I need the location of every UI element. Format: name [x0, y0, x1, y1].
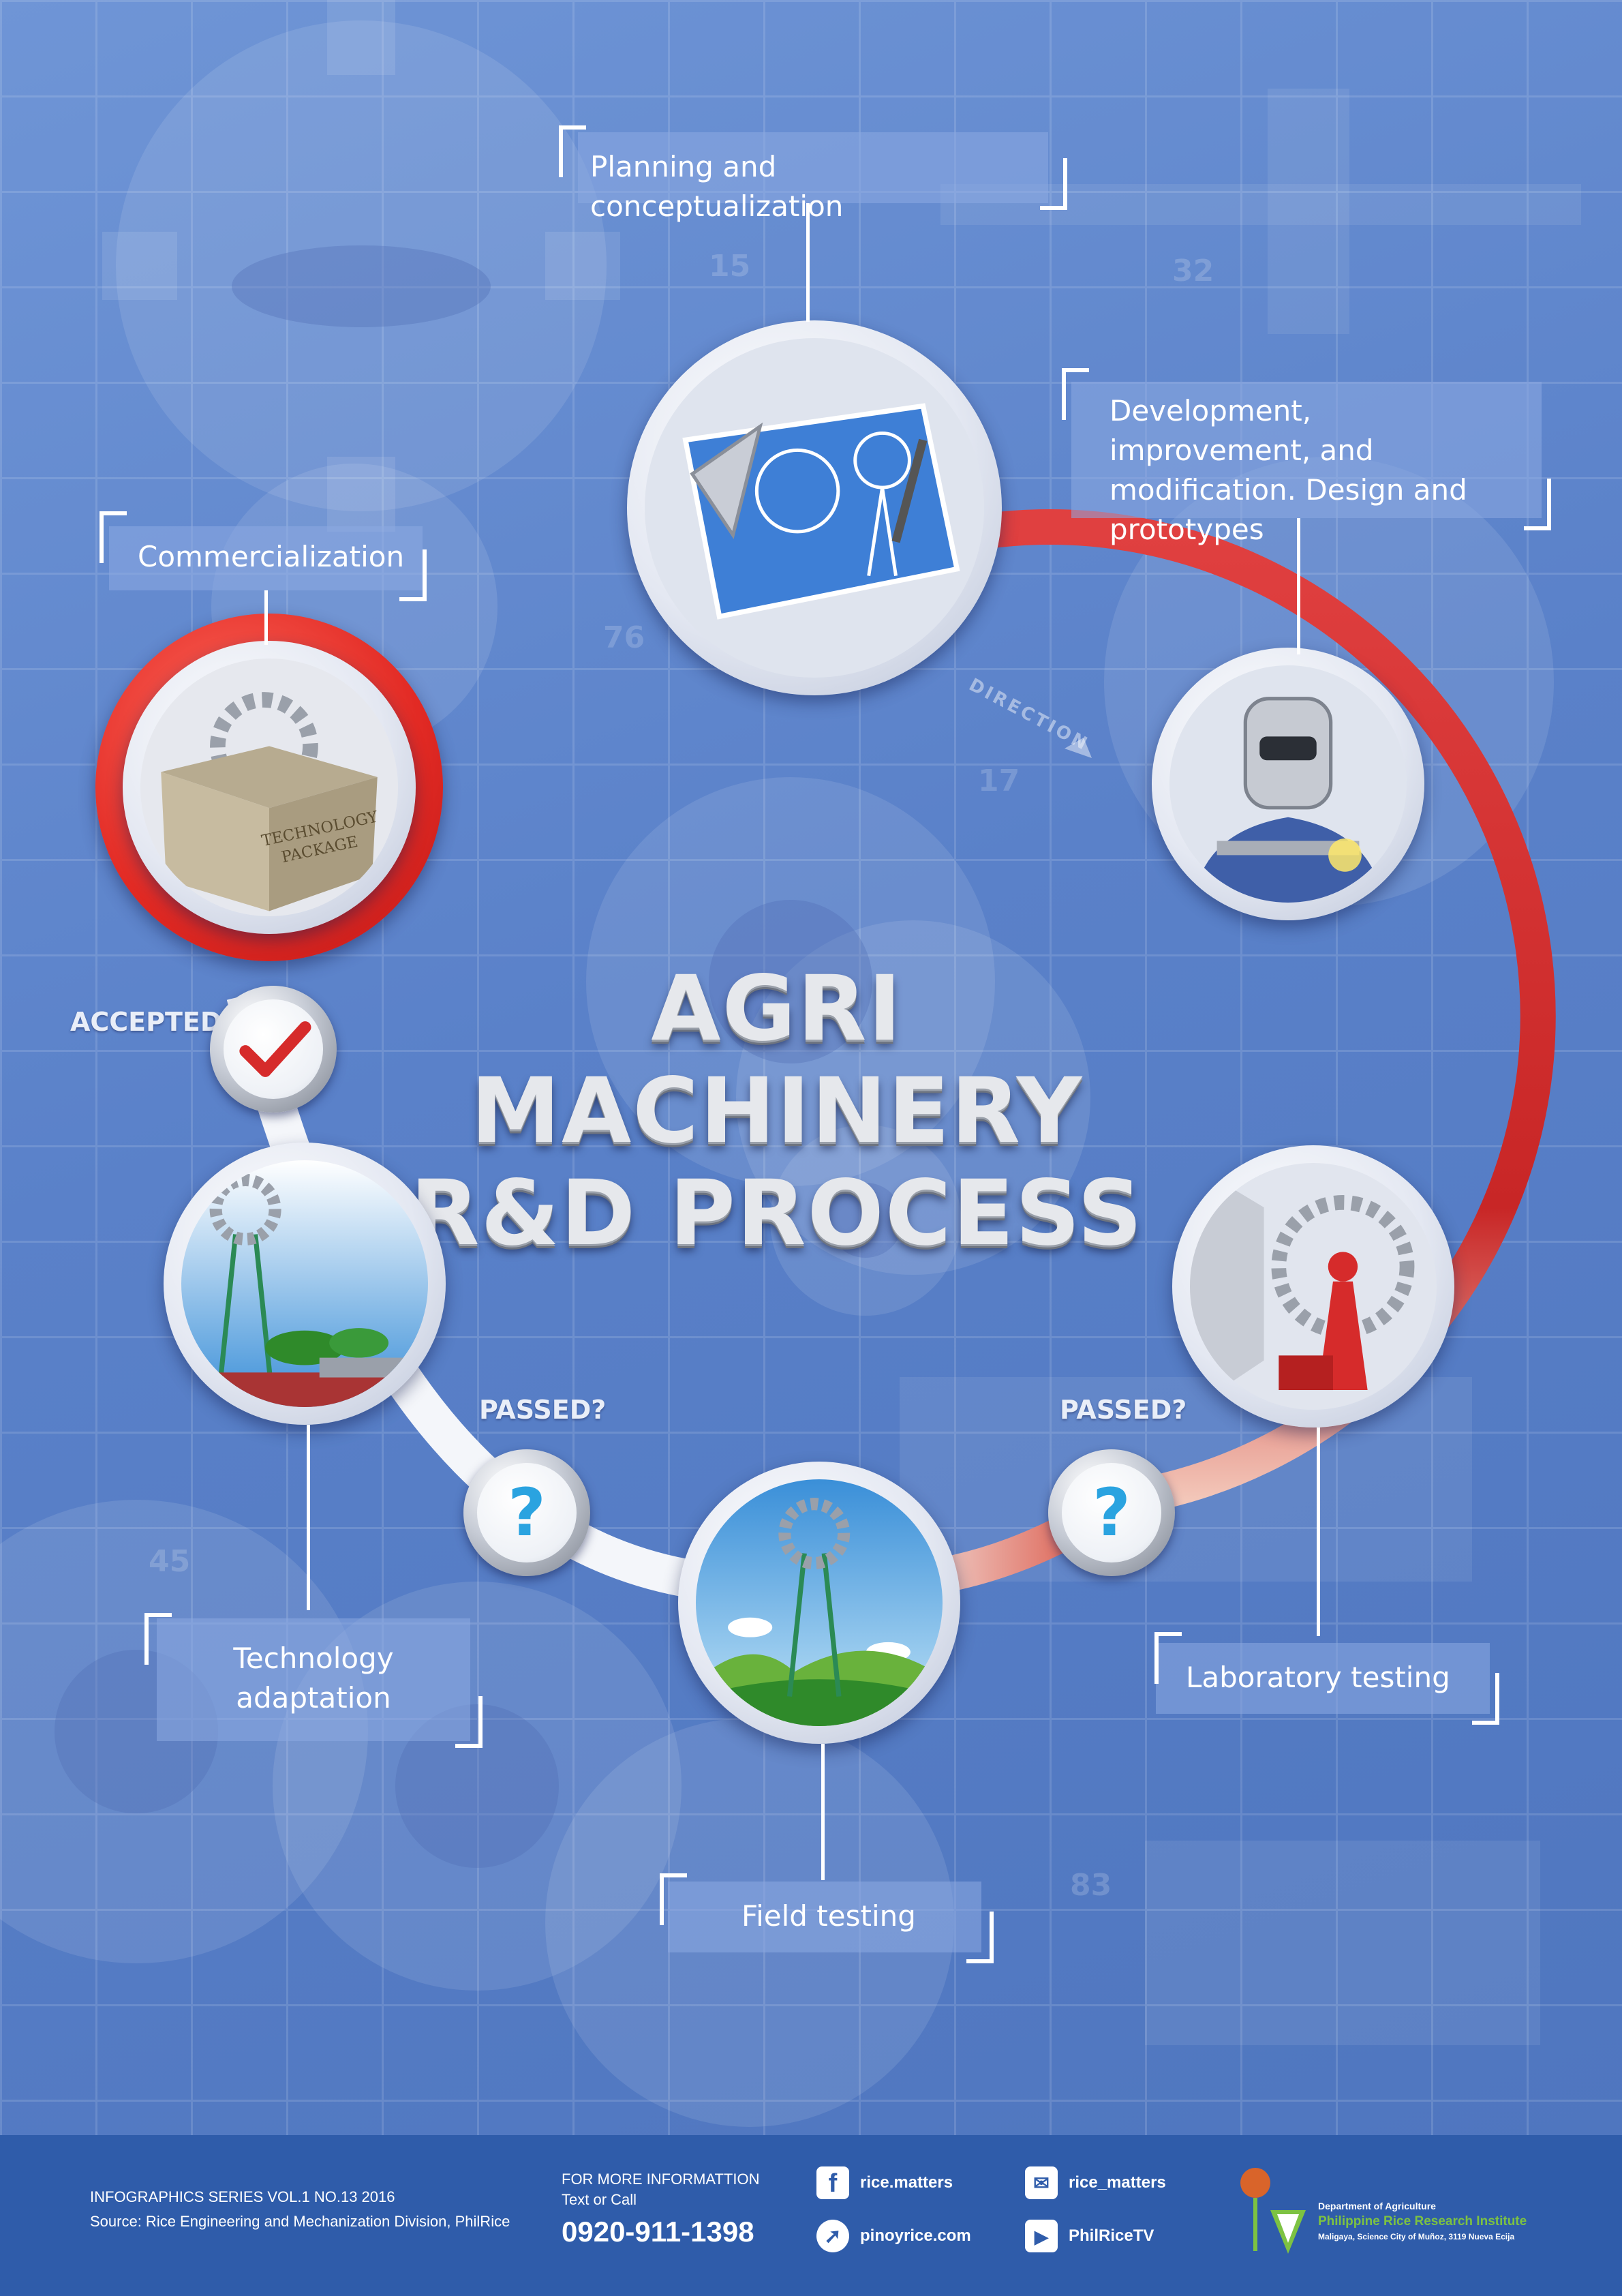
- label-adaptation: Technology adaptation: [144, 1613, 483, 1748]
- blueprint-icon: [645, 338, 984, 678]
- decision-label-passed-right: PASSED?: [1060, 1395, 1187, 1425]
- farm-windmill-icon: [181, 1160, 428, 1407]
- infographic-poster: 15 32 76 17 45 83 DIRECTION AGRI MACHINE…: [0, 0, 1622, 2135]
- website-icon[interactable]: ➚: [816, 2220, 849, 2252]
- leader-laboratory: [1317, 1428, 1320, 1636]
- lab-windmill-icon: [1190, 1163, 1437, 1410]
- label-development: Development, improvement, and modificati…: [1062, 368, 1551, 546]
- step-planning-circle[interactable]: [627, 320, 1002, 695]
- step-field-circle[interactable]: [678, 1462, 960, 1744]
- label-planning: Planning and conceptualization: [559, 125, 1067, 223]
- welder-icon: [1169, 665, 1407, 903]
- leader-commercialization: [264, 590, 268, 645]
- footer-source: Source: Rice Engineering and Mechanizati…: [90, 2213, 510, 2230]
- direction-arrow-icon: [1065, 738, 1092, 758]
- step-development-circle[interactable]: [1152, 648, 1424, 920]
- step-commercialization-circle[interactable]: TECHNOLOGY PACKAGE: [123, 641, 416, 934]
- facebook-icon[interactable]: f: [816, 2166, 849, 2199]
- leader-adaptation: [307, 1425, 310, 1610]
- facebook-handle[interactable]: rice.matters: [860, 2173, 953, 2192]
- step-adaptation-circle[interactable]: [164, 1143, 446, 1425]
- leader-field: [821, 1744, 825, 1880]
- footer-phone[interactable]: 0920-911-1398: [562, 2216, 754, 2248]
- twitter-icon[interactable]: ✉: [1025, 2166, 1058, 2199]
- bg-number: 32: [1172, 254, 1214, 288]
- youtube-icon[interactable]: ▶: [1025, 2220, 1058, 2252]
- leader-development: [1297, 518, 1300, 654]
- leader-planning: [806, 203, 810, 322]
- background-gear-top-left: [102, 0, 620, 532]
- label-commercialization-text: Commercialization: [138, 540, 405, 573]
- footer-series: INFOGRAPHICS SERIES VOL.1 NO.13 2016: [90, 2188, 395, 2205]
- bg-number: 83: [1070, 1868, 1112, 1903]
- org-name: Philippine Rice Research Institute: [1318, 2214, 1527, 2229]
- label-field-text: Field testing: [741, 1899, 916, 1933]
- label-adaptation-text: Technology adaptation: [233, 1642, 394, 1715]
- twitter-handle[interactable]: rice_matters: [1069, 2173, 1166, 2192]
- youtube-channel[interactable]: PhilRiceTV: [1069, 2226, 1154, 2245]
- bg-number: 17: [978, 764, 1020, 798]
- checkmark-icon: [224, 999, 323, 1099]
- label-planning-text: Planning and conceptualization: [590, 150, 844, 223]
- decision-passed-left[interactable]: ?: [463, 1449, 590, 1576]
- org-department: Department of Agriculture: [1318, 2201, 1436, 2211]
- step-laboratory-circle[interactable]: [1172, 1145, 1454, 1428]
- footer: INFOGRAPHICS SERIES VOL.1 NO.13 2016 Sou…: [0, 2135, 1622, 2296]
- field-windmill-icon: [696, 1479, 943, 1726]
- label-commercialization: Commercialization: [100, 511, 427, 601]
- decision-passed-right[interactable]: ?: [1048, 1449, 1175, 1576]
- title-line-2: R&D PROCESS: [410, 1161, 1144, 1266]
- decision-label-accepted: ACCEPTED?: [70, 1007, 237, 1037]
- question-mark-icon: ?: [477, 1463, 577, 1562]
- title-line-1: AGRI MACHINERY: [470, 956, 1084, 1164]
- philrice-logo-icon: [1240, 2168, 1306, 2254]
- website-link[interactable]: pinoyrice.com: [860, 2226, 971, 2245]
- org-address: Maligaya, Science City of Muñoz, 3119 Nu…: [1318, 2232, 1515, 2241]
- decision-accepted[interactable]: [210, 986, 337, 1113]
- label-laboratory-text: Laboratory testing: [1186, 1661, 1450, 1694]
- footer-info-sub: Text or Call: [562, 2191, 637, 2208]
- technology-package-icon: TECHNOLOGY PACKAGE: [140, 659, 398, 916]
- footer-info-heading: FOR MORE INFORMATTION: [562, 2171, 760, 2188]
- bg-number: 45: [149, 1544, 190, 1579]
- decision-label-passed-left: PASSED?: [479, 1395, 607, 1425]
- bg-number: 15: [709, 249, 750, 284]
- page-title: AGRI MACHINERY R&D PROCESS: [409, 958, 1145, 1265]
- question-mark-icon: ?: [1062, 1463, 1161, 1562]
- label-laboratory: Laboratory testing: [1154, 1632, 1499, 1725]
- bg-number: 76: [603, 620, 645, 655]
- label-development-text: Development, improvement, and modificati…: [1110, 394, 1467, 546]
- label-field: Field testing: [660, 1873, 994, 1963]
